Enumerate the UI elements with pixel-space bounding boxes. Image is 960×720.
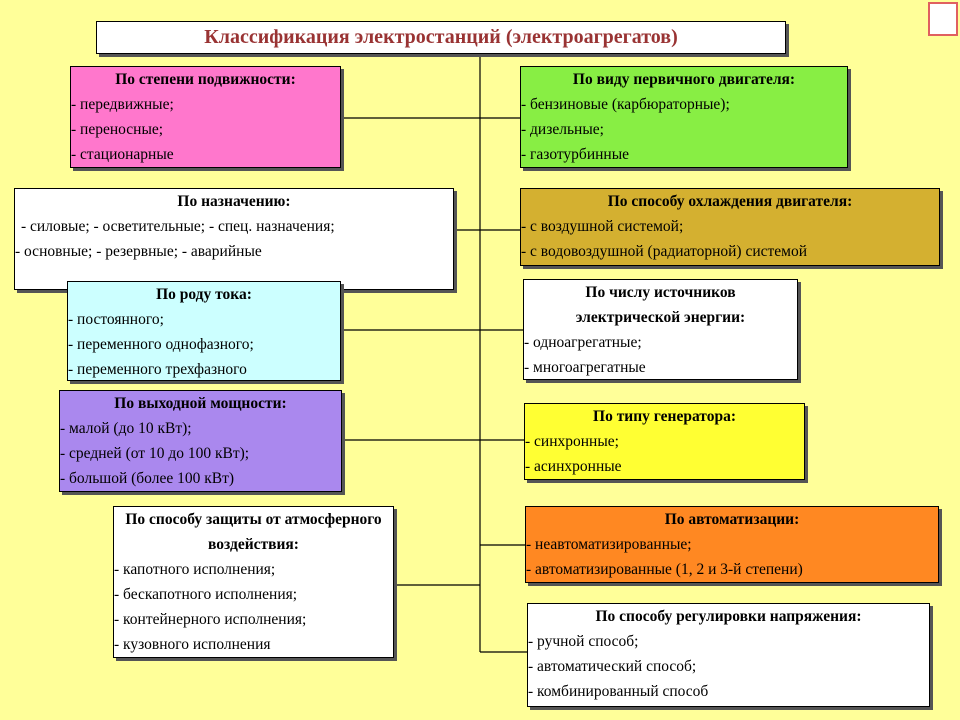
list-item: неавтоматизированные; <box>526 532 938 557</box>
box-mobility: По степени подвижности: передвижные; пер… <box>70 66 341 168</box>
box-header: По способу регулировки напряжения: <box>595 608 862 625</box>
list-item: малой (до 10 кВт); <box>60 416 341 441</box>
box-current-type: По роду тока: постоянного; переменного о… <box>67 281 341 381</box>
list-item: синхронные; <box>525 429 804 454</box>
list-item: капотного исполнения; <box>114 557 393 582</box>
box-header: По роду тока: <box>156 286 252 303</box>
list-item: автоматизированные (1, 2 и 3-й степени) <box>526 557 938 582</box>
list-item: асинхронные <box>525 454 804 479</box>
list-item: переносные; <box>71 117 340 142</box>
list-item: ручной способ; <box>528 629 929 654</box>
box-purpose: По назначению: силовые; - осветительные;… <box>14 188 454 290</box>
list-item: стационарные <box>71 142 340 167</box>
corner-box <box>928 2 958 36</box>
box-header: По виду первичного двигателя: <box>572 71 796 88</box>
list-item: с водовоздушной (радиаторной) системой <box>521 239 939 264</box>
list-item: передвижные; <box>71 92 340 117</box>
box-voltage-regulation: По способу регулировки напряжения: ручно… <box>527 603 930 707</box>
list-item: средней (от 10 до 100 кВт); <box>60 441 341 466</box>
box-weather-protection: По способу защиты от атмосферного воздей… <box>113 506 394 658</box>
diagram-title: Классификация электростанций (электроагр… <box>96 21 786 54</box>
list-item: кузовного исполнения <box>114 632 393 657</box>
box-header: По степени подвижности: <box>115 71 296 88</box>
list-item: комбинированный способ <box>528 679 929 704</box>
list-item: бескапотного исполнения; <box>114 582 393 607</box>
box-automation: По автоматизации: неавтоматизированные; … <box>525 506 939 583</box>
box-header: По способу охлаждения двигателя: <box>607 193 853 210</box>
list-item: переменного трехфазного <box>68 357 340 380</box>
box-header: По типу генератора: <box>593 408 736 425</box>
list-item: дизельные; <box>521 117 847 142</box>
box-power-sources: По числу источников электрической энерги… <box>523 279 798 380</box>
list-item: автоматический способ; <box>528 654 929 679</box>
list-item: с воздушной системой; <box>521 214 939 239</box>
list-item: большой (более 100 кВт) <box>60 466 341 491</box>
list-item: основные; - резервные; - аварийные <box>15 239 453 264</box>
box-engine-cooling: По способу охлаждения двигателя: с возду… <box>520 188 940 266</box>
box-header: По способу защиты от атмосферного воздей… <box>125 511 382 553</box>
list-item: силовые; - осветительные; - спец. назнач… <box>15 214 351 239</box>
box-header: По числу источников электрической энерги… <box>575 284 746 326</box>
list-item: постоянного; <box>68 307 340 332</box>
box-generator-type: По типу генератора: синхронные; асинхрон… <box>524 403 805 480</box>
box-header: По выходной мощности: <box>114 395 287 412</box>
box-header: По автоматизации: <box>664 511 800 528</box>
list-item: газотурбинные <box>521 142 847 167</box>
list-item: переменного однофазного; <box>68 332 340 357</box>
list-item: контейнерного исполнения; <box>114 607 393 632</box>
list-item: одноагрегатные; <box>524 330 797 355</box>
list-item: многоагрегатные <box>524 355 797 379</box>
box-output-power: По выходной мощности: малой (до 10 кВт);… <box>59 390 342 492</box>
list-item: бензиновые (карбюраторные); <box>521 92 847 117</box>
box-prime-mover: По виду первичного двигателя: бензиновые… <box>520 66 848 168</box>
box-header: По назначению: <box>177 193 291 210</box>
